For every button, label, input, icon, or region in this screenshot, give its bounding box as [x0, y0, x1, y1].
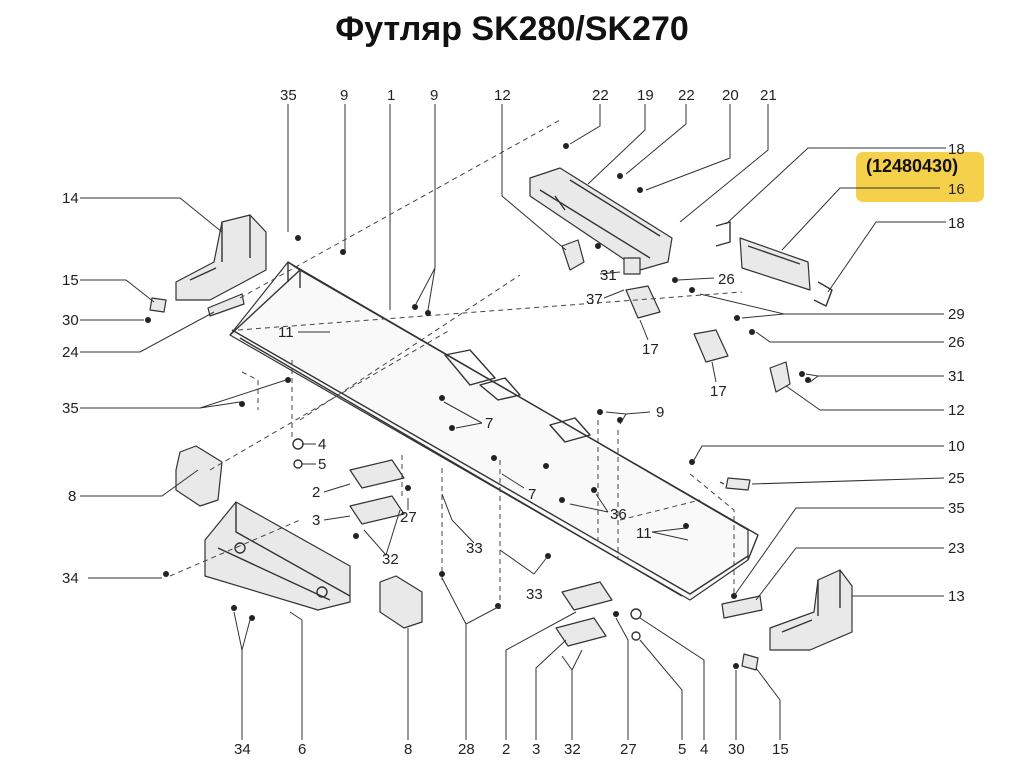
- callout-27-a: 27: [400, 509, 417, 526]
- callout-27-bottom: 27: [620, 741, 637, 758]
- handle-bar: [715, 221, 833, 307]
- callout-26-b: 26: [948, 334, 965, 351]
- callout-34-left: 34: [62, 570, 79, 587]
- callout-17-a: 17: [642, 341, 659, 358]
- callout-18-top: 18: [948, 141, 965, 158]
- callout-29: 29: [948, 306, 965, 323]
- callout-31-b: 31: [948, 368, 965, 385]
- callout-2-bottom: 2: [502, 741, 510, 758]
- callout-7-b: 7: [528, 486, 536, 503]
- callout-15-bottom: 15: [772, 741, 789, 758]
- callout-22-a: 22: [592, 87, 609, 104]
- callout-21: 21: [760, 87, 777, 104]
- page-title: Футляр SK280/SK270: [335, 10, 689, 48]
- callout-9-a: 9: [340, 87, 348, 104]
- callout-19: 19: [637, 87, 654, 104]
- callout-15-left: 15: [62, 272, 79, 289]
- callout-1: 1: [387, 87, 395, 104]
- callout-12-right: 12: [948, 402, 965, 419]
- callout-24: 24: [62, 344, 79, 361]
- callout-4-a: 4: [318, 436, 326, 453]
- small-parts: [149, 257, 763, 671]
- callout-18-right: 18: [948, 215, 965, 232]
- end-cap-right: [769, 569, 853, 651]
- hinge-top: [561, 239, 585, 271]
- assembly-lines: [169, 119, 743, 610]
- callout-6-bottom: 6: [298, 741, 306, 758]
- callout-31-a: 31: [600, 267, 617, 284]
- callout-22-b: 22: [678, 87, 695, 104]
- end-cap-left: [175, 214, 267, 301]
- callout-7-a: 7: [485, 415, 493, 432]
- callout-9-c: 9: [656, 404, 664, 421]
- highlight-box: [856, 152, 984, 202]
- callout-8-bottom: 8: [404, 741, 412, 758]
- callout-5-a: 5: [318, 456, 326, 473]
- part-number-label: (12480430): [866, 156, 959, 176]
- callout-20: 20: [722, 87, 739, 104]
- callout-30-bottom: 30: [728, 741, 745, 758]
- bracket-tray: [204, 501, 351, 611]
- callout-25: 25: [948, 470, 965, 487]
- callout-37: 37: [586, 291, 603, 308]
- callout-3-a: 3: [312, 512, 320, 529]
- callout-10: 10: [948, 438, 965, 455]
- bracket-bottom: [379, 575, 423, 629]
- callout-3-bottom: 3: [532, 741, 540, 758]
- callout-32-bottom: 32: [564, 741, 581, 758]
- hinge-right: [769, 361, 791, 393]
- callout-34-bottom: 34: [234, 741, 251, 758]
- callout-33-b: 33: [526, 586, 543, 603]
- callout-4-bottom: 4: [700, 741, 708, 758]
- latch-upper: [625, 285, 661, 319]
- callout-35-right: 35: [948, 500, 965, 517]
- callout-labels: 35 9 1 9 12 22 19 22 20 21 18 16 18 14 1…: [62, 87, 965, 758]
- plate-upper-pair: [349, 459, 405, 525]
- callout-11-a: 11: [278, 324, 294, 341]
- callout-13: 13: [948, 588, 965, 605]
- callout-11-b: 11: [636, 525, 652, 542]
- callout-33-a: 33: [466, 540, 483, 557]
- callout-9-b: 9: [430, 87, 438, 104]
- callout-35-left: 35: [62, 400, 79, 417]
- callout-28-bottom: 28: [458, 741, 475, 758]
- callout-26-a: 26: [718, 271, 735, 288]
- latch-lower: [693, 329, 729, 363]
- callout-32-a: 32: [382, 551, 399, 568]
- bracket-left: [175, 445, 223, 507]
- fasteners: [145, 143, 811, 669]
- callout-14: 14: [62, 190, 79, 207]
- callout-2-a: 2: [312, 484, 320, 501]
- plate-lower-pair: [555, 581, 613, 647]
- callout-35-top: 35: [280, 87, 297, 104]
- callout-23: 23: [948, 540, 965, 557]
- callout-5-bottom: 5: [678, 741, 686, 758]
- callout-36: 36: [610, 506, 627, 523]
- callout-12-top: 12: [494, 87, 511, 104]
- leader-lines: [80, 104, 946, 740]
- callout-17-b: 17: [710, 383, 727, 400]
- latch-plate-assembly: [529, 167, 673, 271]
- callout-8-left: 8: [68, 488, 76, 505]
- callout-16: 16: [948, 181, 965, 198]
- callout-30-left: 30: [62, 312, 79, 329]
